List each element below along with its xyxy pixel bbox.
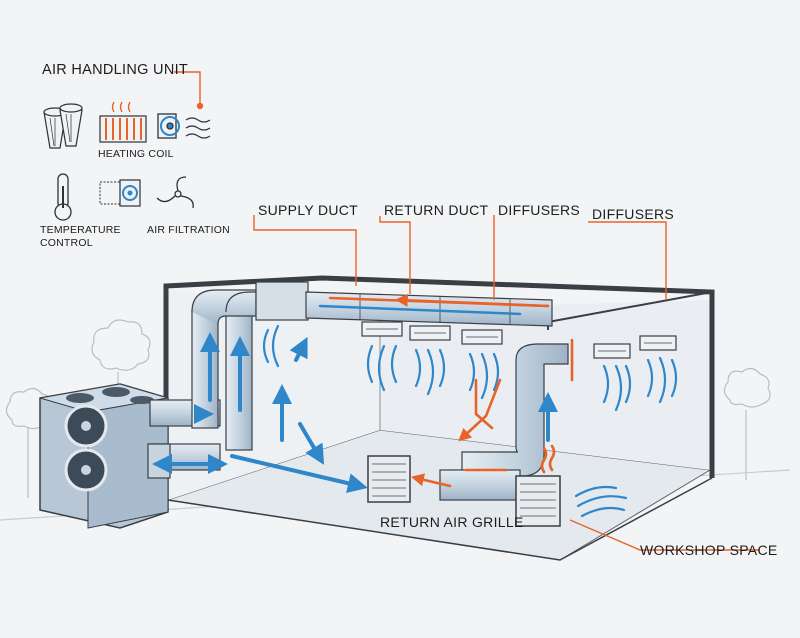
ceiling-diffusers <box>361 321 677 359</box>
diffusers-label-2: DIFFUSERS <box>592 206 675 222</box>
outdoor-unit <box>39 383 169 529</box>
diffuser-air-waves <box>262 324 678 518</box>
filter-fan-icon <box>99 179 141 207</box>
air-filtration-label: AIR FILTRATION <box>147 224 230 236</box>
leader-lines <box>174 71 760 551</box>
filter-cartridges-icon <box>43 103 83 149</box>
air-waves-icon <box>185 117 211 139</box>
air-handling-unit-title: AIR HANDLING UNIT <box>42 62 189 78</box>
heating-coil-icon <box>99 101 147 143</box>
thermometer-icon <box>54 173 72 221</box>
fan-blade-icon <box>156 176 194 209</box>
return-air-grille-label: RETURN AIR GRILLE <box>380 514 524 530</box>
return-airflow-arrows <box>328 293 574 488</box>
supply-airflow-arrows <box>152 304 558 493</box>
fan-motor-icon <box>157 113 180 139</box>
diffusers-label-1: DIFFUSERS <box>498 202 581 218</box>
return-duct-label: RETURN DUCT <box>384 202 489 218</box>
temperature-control-label: TEMPERATURE CONTROL <box>40 224 121 250</box>
temperature-control-line1: TEMPERATURE <box>40 224 121 236</box>
return-air-grilles <box>367 455 561 527</box>
temperature-control-line2: CONTROL <box>40 237 93 249</box>
heating-coil-label: HEATING COIL <box>98 148 174 160</box>
supply-duct-label: SUPPLY DUCT <box>258 202 359 218</box>
workshop-space-label: WORKSHOP SPACE <box>640 542 778 558</box>
